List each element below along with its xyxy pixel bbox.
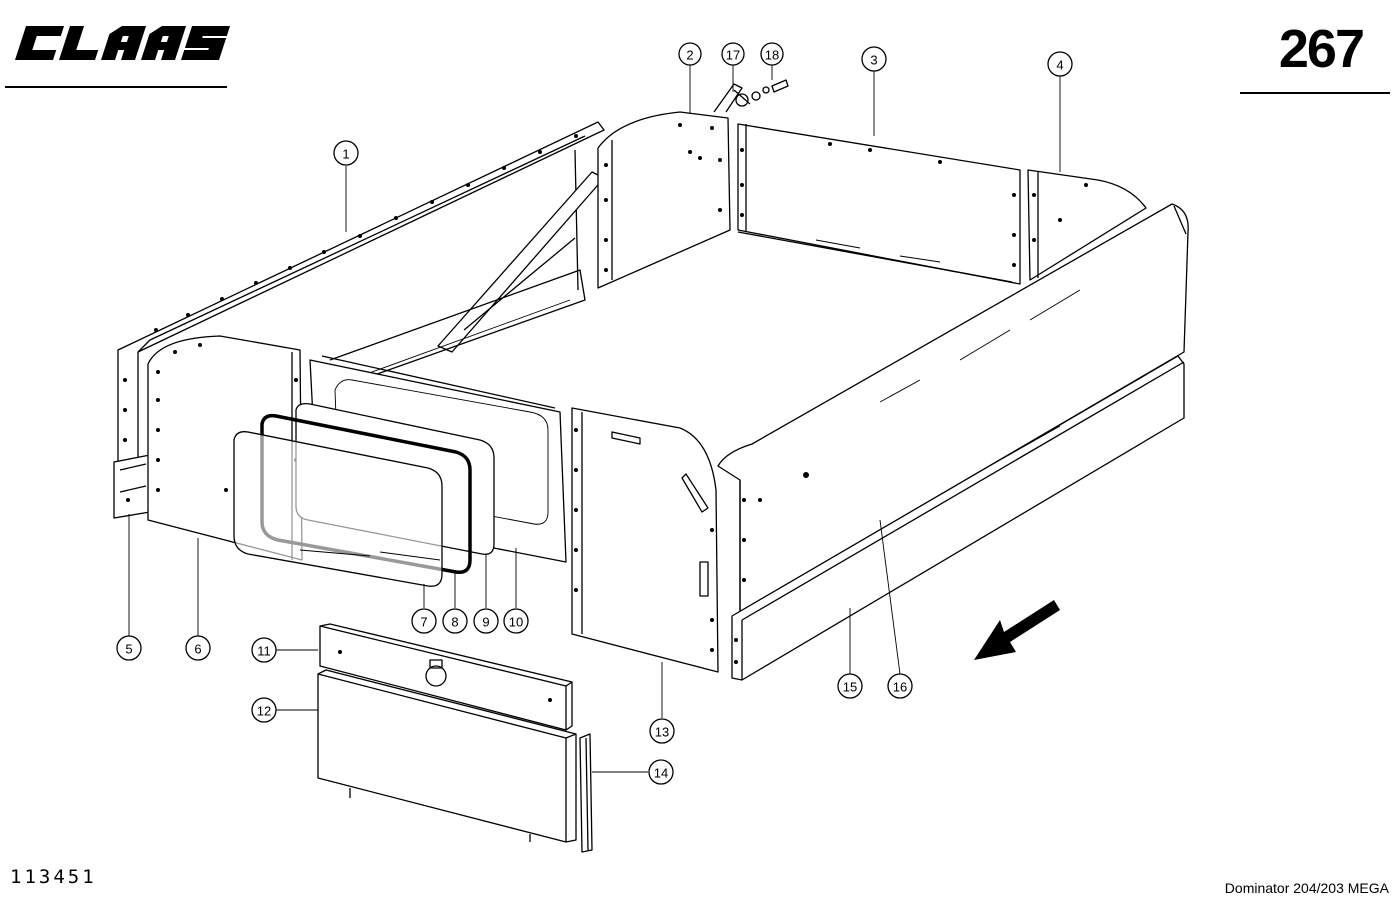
part-5-bracket	[113, 454, 151, 519]
part-18-fastener	[751, 79, 789, 101]
callout-8: 8	[442, 608, 468, 634]
part-7-glass	[233, 431, 443, 587]
svg-text:17: 17	[726, 48, 740, 63]
svg-text:7: 7	[420, 615, 427, 630]
callout-7: 7	[411, 608, 437, 634]
header-rule-left	[5, 86, 227, 88]
callout-17: 17	[721, 42, 745, 66]
inner-diagonal-brace	[329, 171, 605, 389]
part-2-rear-wall	[597, 111, 731, 289]
page-number: 267	[1278, 19, 1365, 79]
svg-text:5: 5	[125, 642, 132, 657]
svg-text:10: 10	[509, 615, 523, 630]
part-4-corner-panel	[1027, 169, 1147, 281]
part-3-rear-panel	[737, 123, 1021, 285]
drawing-number: 113451	[10, 866, 97, 888]
svg-text:6: 6	[194, 642, 201, 657]
callout-5: 5	[116, 635, 142, 661]
svg-text:18: 18	[765, 48, 779, 63]
claas-logo	[15, 26, 231, 60]
callout-12: 12	[251, 697, 277, 723]
model-name: Dominator 204/203 MEGA	[1224, 880, 1389, 896]
arrow-travel-direction-icon	[974, 600, 1060, 660]
svg-text:1: 1	[342, 147, 349, 162]
svg-text:11: 11	[257, 644, 271, 659]
svg-text:15: 15	[843, 680, 857, 695]
svg-text:9: 9	[482, 615, 489, 630]
callout-2: 2	[678, 42, 702, 66]
callout-14: 14	[648, 759, 674, 785]
callout-15: 15	[837, 673, 863, 699]
svg-text:4: 4	[1056, 58, 1063, 73]
window-assembly	[233, 355, 567, 587]
svg-text:2: 2	[686, 48, 693, 63]
part-12-lower-panel	[317, 669, 577, 843]
callout-3: 3	[861, 46, 887, 72]
part-13-door	[571, 407, 719, 673]
callout-16: 16	[887, 673, 913, 699]
part-17-hook	[713, 83, 751, 113]
part-15-lower-rail	[731, 355, 1185, 681]
callout-9: 9	[473, 608, 499, 634]
header-rule-right	[1240, 92, 1390, 94]
leader-lines	[128, 64, 1061, 773]
callout-1: 1	[333, 140, 359, 166]
svg-text:13: 13	[655, 725, 669, 740]
svg-text:3: 3	[870, 53, 877, 68]
callout-18: 18	[760, 42, 784, 66]
callout-6: 6	[185, 635, 211, 661]
svg-text:16: 16	[893, 680, 907, 695]
part-14-edge-profile	[579, 733, 593, 853]
callout-13: 13	[649, 718, 675, 744]
part-16-right-side-panel	[717, 203, 1189, 613]
svg-text:12: 12	[257, 704, 271, 719]
callout-11: 11	[251, 637, 277, 663]
callout-10: 10	[503, 608, 529, 634]
callout-4: 4	[1047, 51, 1073, 77]
svg-text:14: 14	[654, 766, 668, 781]
part-11-top-strip	[319, 623, 573, 731]
svg-text:8: 8	[451, 615, 458, 630]
